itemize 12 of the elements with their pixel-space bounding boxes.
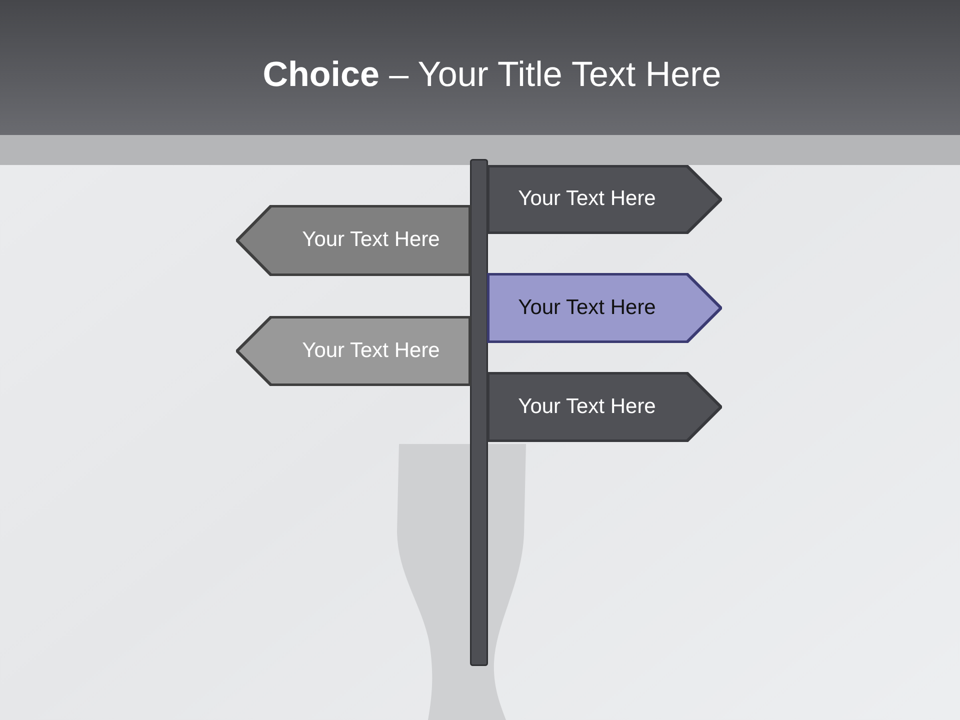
sign-text: Your Text Here	[302, 338, 440, 364]
arrow-sign	[487, 165, 722, 234]
arrow-sign	[236, 205, 471, 276]
sign-text: Your Text Here	[518, 186, 656, 212]
signpost-pole	[470, 159, 488, 666]
sign-text: Your Text Here	[518, 294, 656, 321]
slide-title: Choice – Your Title Text Here	[262, 57, 722, 92]
arrow-sign	[487, 372, 722, 442]
arrow-sign	[487, 273, 722, 343]
sign-text: Your Text Here	[302, 227, 440, 254]
sign-text: Your Text Here	[518, 394, 656, 420]
arrow-sign	[236, 316, 471, 386]
